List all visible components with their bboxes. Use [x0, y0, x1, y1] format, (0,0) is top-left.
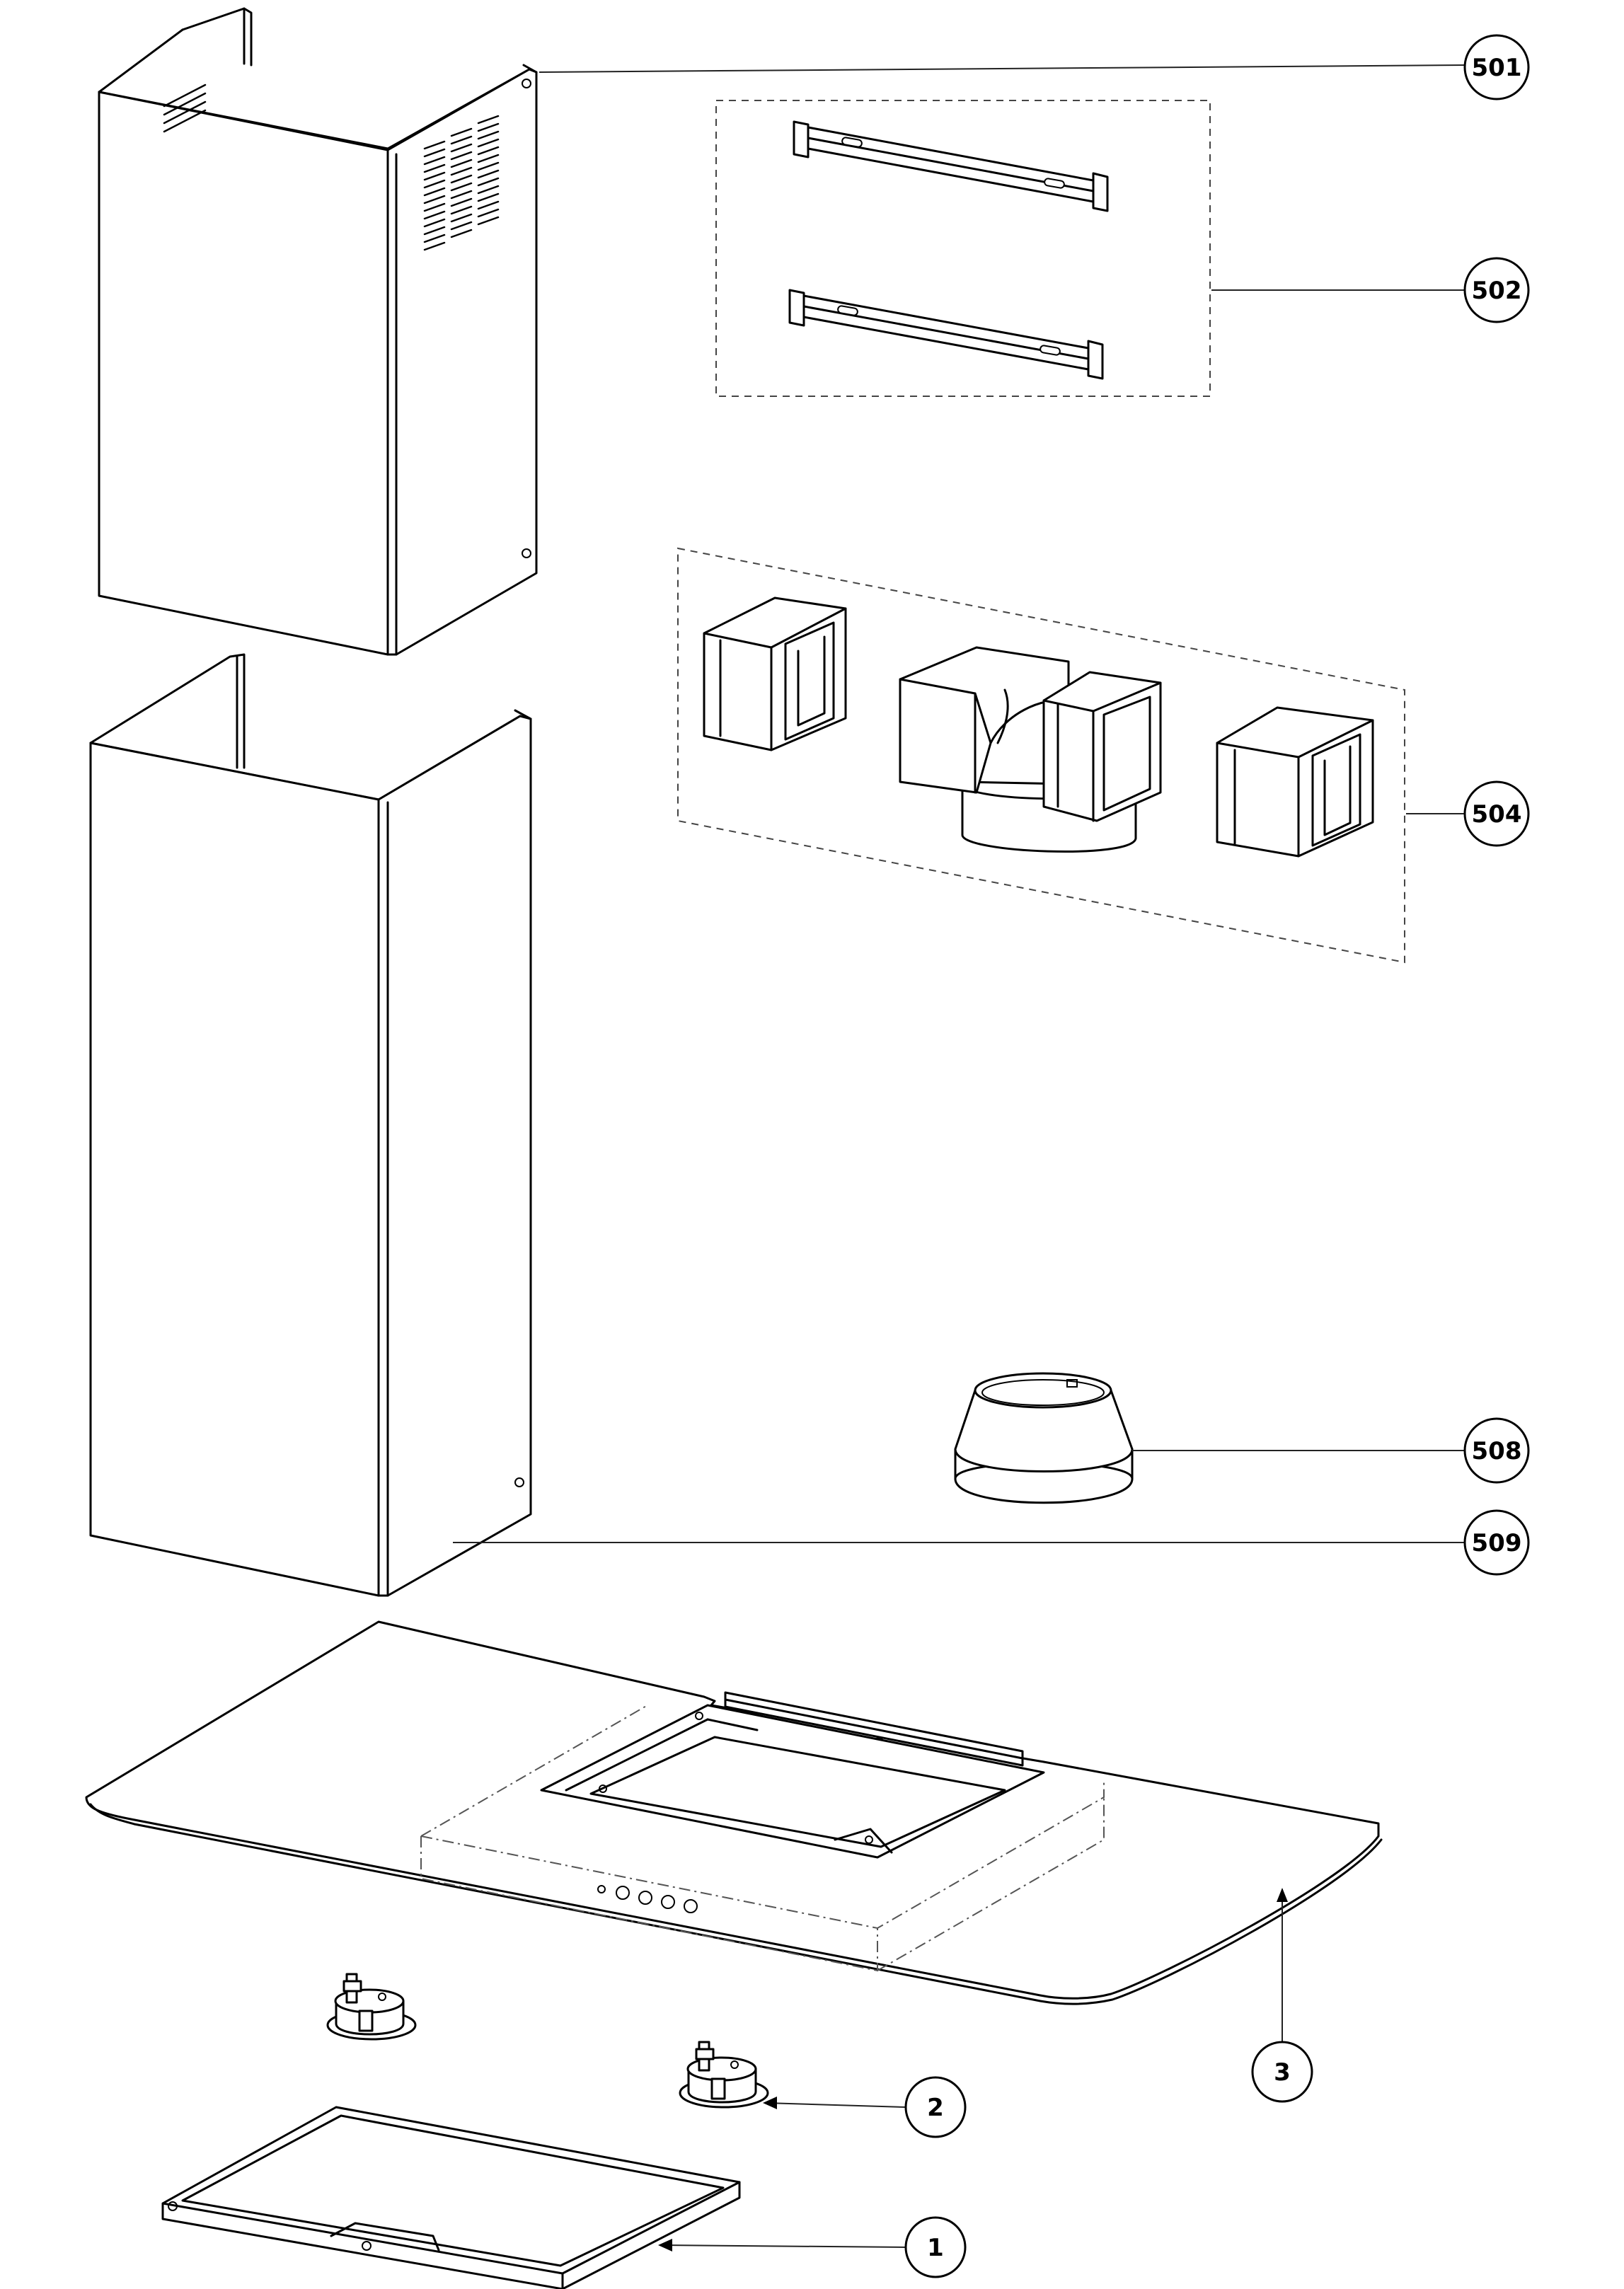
vent-slot	[477, 169, 500, 179]
callout-509-label: 509	[1472, 1529, 1522, 1557]
vent-slot	[450, 143, 473, 153]
brackets-kit-part	[715, 100, 1211, 397]
arrow-1	[658, 2239, 672, 2251]
vent-slot	[450, 213, 473, 223]
vent-slot	[477, 122, 500, 132]
vent-slot	[477, 146, 500, 156]
vent-slot	[423, 187, 446, 197]
callout-2: 2	[904, 2076, 967, 2138]
vent-slot	[450, 151, 473, 161]
vent-slot	[450, 182, 473, 192]
callout-509: 509	[1463, 1509, 1530, 1576]
leader-lines	[453, 64, 1465, 2251]
callout-3: 3	[1251, 2041, 1313, 2103]
callout-501: 501	[1463, 34, 1530, 100]
vent-slot	[423, 241, 446, 251]
leader-2	[765, 2102, 906, 2108]
callout-504: 504	[1463, 780, 1530, 847]
vent-slot	[423, 218, 446, 228]
vent-slot	[423, 148, 446, 158]
vent-slot	[477, 177, 500, 187]
leader-501	[539, 64, 1465, 73]
vent-slot	[450, 190, 473, 200]
round-spigot-part	[954, 1372, 1134, 1504]
vent-slot	[423, 210, 446, 220]
vent-slot	[450, 221, 473, 231]
callout-504-label: 504	[1472, 800, 1522, 829]
callout-508: 508	[1463, 1417, 1530, 1484]
lamp-part-right	[679, 2041, 769, 2109]
vent-slot	[477, 115, 500, 125]
vent-slot	[423, 233, 446, 243]
callout-502-label: 502	[1472, 277, 1522, 305]
vent-slot	[423, 195, 446, 204]
callout-3-label: 3	[1274, 2058, 1291, 2087]
vent-slot	[477, 208, 500, 218]
callout-1: 1	[904, 2216, 967, 2278]
callout-2-label: 2	[927, 2094, 944, 2122]
vent-slot	[477, 216, 500, 226]
grease-filter-part	[161, 2106, 741, 2289]
vent-slot	[450, 205, 473, 215]
vent-slot	[477, 154, 500, 163]
vent-slot	[450, 135, 473, 145]
vent-slot	[450, 174, 473, 184]
vent-slot	[423, 179, 446, 189]
vent-slot	[423, 163, 446, 173]
vent-slot	[477, 130, 500, 140]
vent-slot	[423, 140, 446, 150]
callout-508-label: 508	[1472, 1437, 1522, 1465]
vent-slot	[450, 197, 473, 207]
callout-501-label: 501	[1472, 54, 1522, 82]
vent-slot	[477, 138, 500, 148]
vent-slot	[450, 166, 473, 176]
callout-1-label: 1	[927, 2234, 944, 2262]
vent-slot	[477, 185, 500, 195]
lower-chimney-part	[89, 653, 532, 1597]
leader-1	[661, 2244, 906, 2248]
vent-slot	[423, 226, 446, 236]
hood-canopy-part	[85, 1620, 1383, 2005]
lamp-part-left	[326, 1973, 417, 2041]
vent-slot	[450, 229, 473, 238]
vent-slot	[477, 200, 500, 210]
vent-slot	[477, 192, 500, 202]
arrow-2	[763, 2097, 777, 2109]
upper-chimney-part	[98, 7, 538, 656]
duct-connector-kit-part	[677, 547, 1405, 964]
vent-slot	[423, 202, 446, 212]
callout-502: 502	[1463, 257, 1530, 323]
vent-slot	[450, 127, 473, 137]
vent-slot	[423, 171, 446, 181]
vent-slot	[450, 158, 473, 168]
vent-slot	[477, 161, 500, 171]
arrow-3	[1277, 1888, 1288, 1902]
vent-slot	[423, 156, 446, 166]
